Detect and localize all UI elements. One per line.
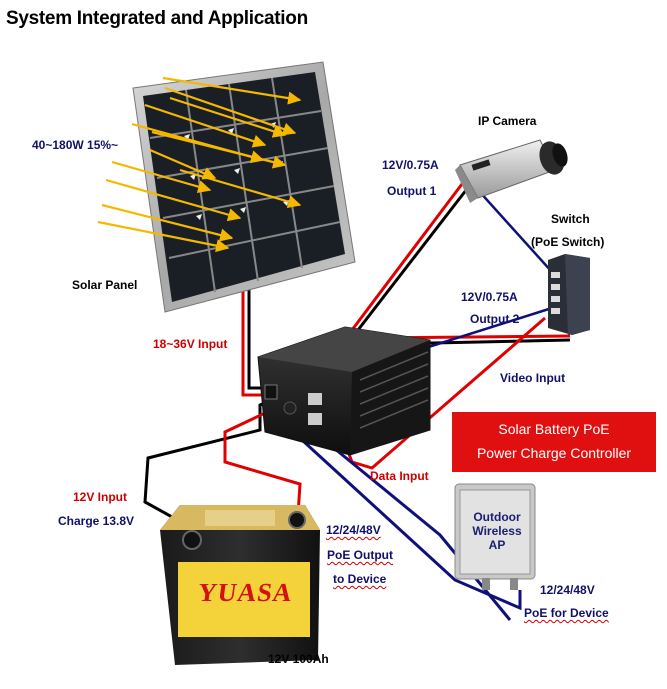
video-input-label: Video Input bbox=[500, 371, 566, 385]
battery-input-label: 12V Input bbox=[73, 490, 128, 504]
solar-panel-label: Solar Panel bbox=[72, 278, 138, 292]
controller-title-line2: Power Charge Controller bbox=[476, 445, 632, 461]
outdoor-ap bbox=[454, 483, 536, 590]
ap-voltage-label: 12/24/48V bbox=[540, 583, 595, 597]
battery-capacity-label: 12V 100Ah bbox=[268, 652, 329, 666]
poe-output-voltage: 12/24/48V bbox=[326, 523, 381, 537]
solar-spec-label: 40~180W 15%~ bbox=[32, 138, 119, 152]
ap-label-line1: Outdoor bbox=[473, 510, 521, 524]
switch-sublabel: (PoE Switch) bbox=[531, 235, 605, 249]
data-input-label: Data Input bbox=[370, 469, 429, 483]
poe-output-label: PoE Output bbox=[327, 548, 393, 562]
controller-title-box: Solar Battery PoE Power Charge Controlle… bbox=[452, 412, 656, 472]
controller-title-line1: Solar Battery PoE bbox=[498, 421, 610, 437]
solar-panel bbox=[132, 61, 356, 313]
output2-label: Output 2 bbox=[470, 312, 520, 326]
camera-wire-black bbox=[356, 184, 472, 331]
camera-switch-data-wire bbox=[477, 189, 553, 273]
battery-brand-logo: YUASA bbox=[196, 578, 295, 607]
camera-wire-red bbox=[350, 179, 467, 331]
battery-charge-label: Charge 13.8V bbox=[58, 514, 135, 528]
solar-wire-red bbox=[241, 290, 268, 397]
output1-label: Output 1 bbox=[387, 184, 437, 198]
battery-wire-red bbox=[223, 403, 302, 516]
sun-rays bbox=[97, 76, 302, 253]
ap-poe-label: PoE for Device bbox=[524, 606, 609, 620]
ip-camera bbox=[455, 139, 568, 203]
battery bbox=[160, 505, 320, 665]
charge-controller bbox=[257, 326, 431, 456]
camera-rating-label: 12V/0.75A bbox=[382, 158, 439, 172]
poe-switch bbox=[548, 254, 590, 335]
poe-output-to-device: to Device bbox=[333, 572, 387, 586]
page-title: System Integrated and Application bbox=[6, 8, 308, 29]
ap-label-line2: Wireless bbox=[472, 524, 522, 538]
ap-device-label: Outdoor Wireless AP bbox=[462, 510, 532, 552]
switch-label: Switch bbox=[551, 212, 590, 226]
ip-camera-label: IP Camera bbox=[478, 114, 537, 128]
controller-input-label: 18~36V Input bbox=[153, 337, 228, 351]
ap-label-line3: AP bbox=[488, 538, 506, 552]
switch-rating-label: 12V/0.75A bbox=[461, 290, 518, 304]
